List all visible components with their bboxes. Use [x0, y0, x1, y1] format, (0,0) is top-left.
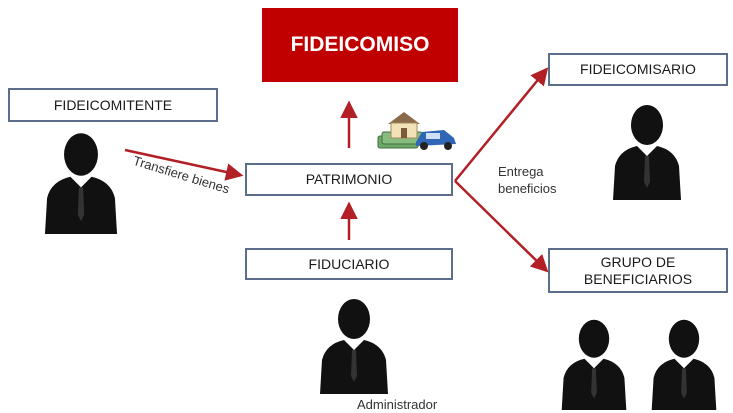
beneficiario-2-person-icon — [651, 319, 717, 410]
grupo-beneficiarios-label: GRUPO DE BENEFICIARIOS — [583, 253, 693, 287]
car-icon — [416, 130, 456, 150]
fideicomisario-person-icon — [613, 105, 681, 200]
fideicomisario-box: FIDEICOMISARIO — [548, 53, 728, 86]
patrimonio-box: PATRIMONIO — [245, 163, 453, 196]
fiduciario-person-icon — [320, 299, 388, 394]
administrador-label: Administrador — [357, 397, 438, 412]
fiduciario-box: FIDUCIARIO — [245, 248, 453, 280]
arrow-to-grupo — [454, 180, 549, 273]
arrow-transfiere — [124, 148, 244, 181]
fideicomisario-label: FIDEICOMISARIO — [580, 61, 696, 77]
entrega-beneficios-label: Entrega beneficios — [498, 164, 557, 196]
patrimonio-label: PATRIMONIO — [305, 171, 393, 187]
fiduciario-label: FIDUCIARIO — [308, 255, 390, 272]
beneficiario-1-person-icon — [561, 319, 627, 410]
fideicomitente-label: FIDEICOMITENTE — [53, 96, 173, 113]
fideicomitente-box: FIDEICOMITENTE — [8, 88, 218, 122]
arrow-to-fideicomisario — [454, 67, 549, 182]
house-icon — [388, 112, 420, 139]
fideicomitente-person-icon — [44, 133, 118, 234]
grupo-beneficiarios-box: GRUPO DE BENEFICIARIOS — [548, 248, 728, 293]
fideicomiso-title-box: FIDEICOMISO — [262, 8, 458, 82]
assets-icon-group — [377, 112, 456, 150]
